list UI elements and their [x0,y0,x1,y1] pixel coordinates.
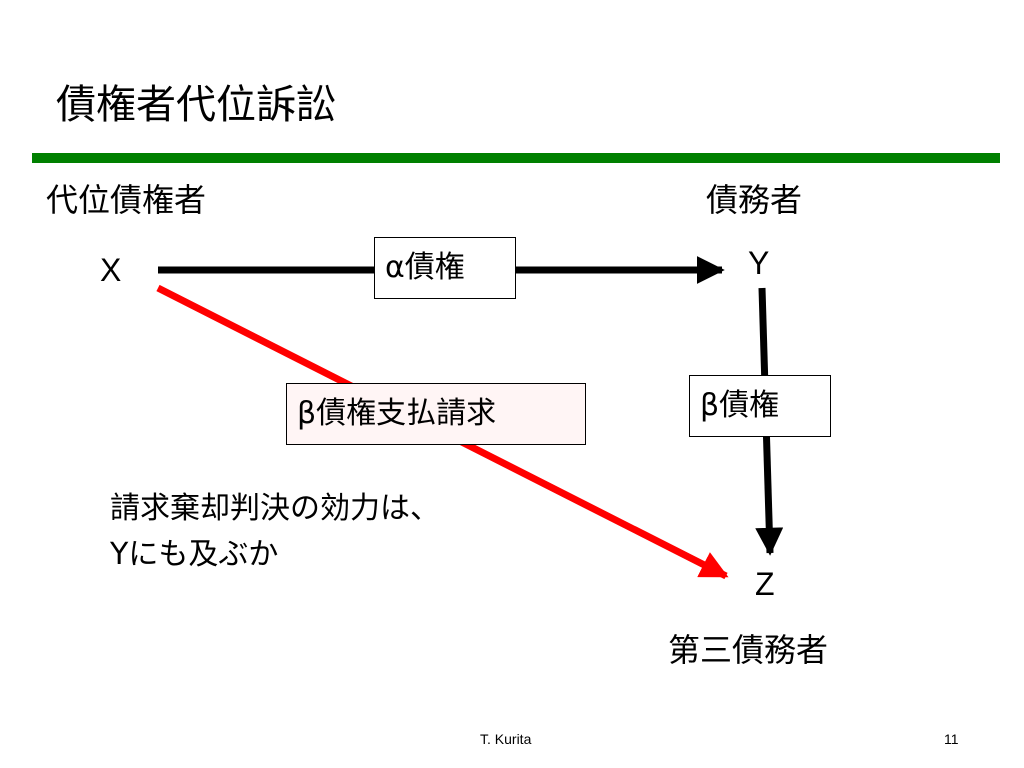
role-label-debtor: 債務者 [706,181,803,219]
slide-title: 債権者代位訴訟 [56,82,336,128]
claim-label-beta: β債権 [700,388,780,423]
question-line-2: Yにも及ぶか [110,537,279,572]
claim-box-beta: β債権 [689,375,831,437]
role-label-subrogating-creditor: 代位債権者 [46,181,207,219]
claim-label-alpha: α債権 [385,250,465,285]
footer-page-number: 11 [944,731,959,747]
party-x: X [100,252,122,288]
question-text: 請求棄却判決の効力は、 Yにも及ぶか [110,486,440,578]
question-line-1: 請求棄却判決の効力は、 [110,491,440,526]
footer-author: T. Kurita [480,731,532,747]
role-label-third-party-debtor: 第三債務者 [668,631,829,669]
claim-label-beta-payment: β債権支払請求 [297,396,497,431]
claim-box-alpha: α債権 [374,237,516,299]
party-y: Y [748,245,770,281]
claim-box-beta-payment: β債権支払請求 [286,383,586,445]
party-z: Z [755,566,775,602]
title-divider [32,153,1000,163]
